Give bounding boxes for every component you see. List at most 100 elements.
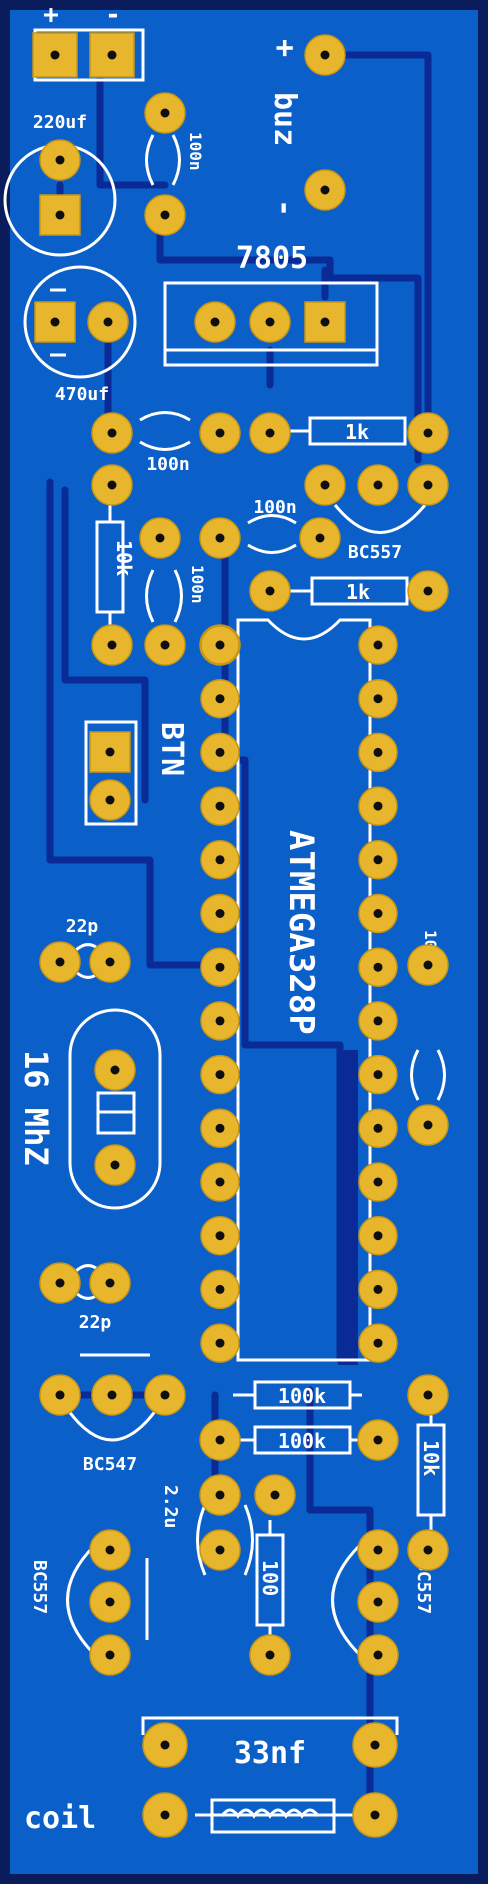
solder-pad bbox=[194, 301, 236, 343]
cap-220uf-label: 220uf bbox=[33, 112, 87, 133]
pad-drill-hole bbox=[320, 50, 330, 60]
pad-drill-hole bbox=[107, 428, 117, 438]
solder-pad bbox=[200, 732, 240, 773]
cap-100n-right-outline bbox=[410, 1049, 446, 1101]
solder-pad bbox=[357, 464, 399, 506]
power-minus-label: - bbox=[105, 0, 121, 30]
pad-drill-hole bbox=[105, 747, 115, 757]
transistor-bc557-top-outline bbox=[333, 504, 427, 534]
solder-pad bbox=[407, 412, 449, 454]
solder-pad bbox=[357, 1581, 399, 1623]
solder-pad bbox=[357, 1419, 399, 1461]
pad-drill-hole bbox=[155, 533, 165, 543]
solder-pad bbox=[94, 1049, 136, 1091]
pad-drill-hole bbox=[215, 962, 225, 972]
pad-drill-hole bbox=[315, 533, 325, 543]
solder-pad bbox=[352, 1792, 398, 1838]
pad-drill-hole bbox=[215, 1016, 225, 1026]
solder-pad bbox=[39, 1262, 81, 1304]
solder-pad bbox=[91, 624, 133, 666]
resistor-10k-b-label: 10k bbox=[419, 1440, 443, 1476]
pad-drill-hole bbox=[215, 747, 225, 757]
solder-pad bbox=[91, 1374, 133, 1416]
solder-pad bbox=[304, 34, 346, 76]
cap-2u2-label: 2.2u bbox=[160, 1485, 181, 1528]
solder-pad bbox=[89, 1581, 131, 1623]
transistor-bc557-right-outline bbox=[331, 1543, 362, 1657]
solder-pad bbox=[304, 301, 346, 343]
resistor-1k-b-label: 1k bbox=[346, 580, 370, 604]
pad-drill-hole bbox=[215, 1123, 225, 1133]
pad-drill-hole bbox=[215, 1177, 225, 1187]
solder-pad bbox=[254, 1474, 296, 1516]
solder-pad bbox=[144, 624, 186, 666]
solder-pad bbox=[32, 32, 78, 78]
solder-pad bbox=[94, 1144, 136, 1186]
solder-pad bbox=[199, 1474, 241, 1516]
pad-drill-hole bbox=[55, 1390, 65, 1400]
pad-drill-hole bbox=[215, 801, 225, 811]
solder-pad bbox=[358, 1054, 398, 1095]
pad-drill-hole bbox=[105, 957, 115, 967]
pad-drill-hole bbox=[160, 1390, 170, 1400]
pad-drill-hole bbox=[373, 1545, 383, 1555]
solder-pad bbox=[358, 947, 398, 987]
transistor-bc557-left-label: BC557 bbox=[29, 1560, 50, 1614]
crystal-label: 16 MhZ bbox=[17, 1050, 55, 1166]
pad-layer bbox=[32, 32, 449, 1838]
pad-drill-hole bbox=[370, 1810, 380, 1820]
solder-pad bbox=[407, 570, 449, 612]
pad-drill-hole bbox=[265, 428, 275, 438]
trace bbox=[156, 211, 422, 464]
pad-drill-hole bbox=[265, 317, 275, 327]
pad-drill-hole bbox=[105, 1597, 115, 1607]
solder-pad bbox=[199, 1529, 241, 1571]
pad-drill-hole bbox=[265, 1650, 275, 1660]
solder-pad bbox=[407, 944, 449, 986]
resistor-1k-a-label: 1k bbox=[345, 420, 369, 444]
solder-pad bbox=[91, 412, 133, 454]
solder-pad bbox=[89, 1529, 131, 1571]
solder-pad bbox=[200, 1323, 240, 1363]
pad-drill-hole bbox=[373, 1231, 383, 1241]
solder-pad bbox=[199, 1419, 241, 1461]
pad-drill-hole bbox=[373, 747, 383, 757]
pad-drill-hole bbox=[265, 586, 275, 596]
pad-drill-hole bbox=[160, 640, 170, 650]
coil-winding bbox=[220, 1808, 320, 1819]
regulator-label: 7805 bbox=[236, 241, 308, 276]
pad-drill-hole bbox=[423, 960, 433, 970]
cap-100n-row1-label: 100n bbox=[146, 454, 189, 475]
pad-drill-hole bbox=[107, 640, 117, 650]
cap-33nf-label: 33nf bbox=[234, 1736, 306, 1771]
pad-drill-hole bbox=[215, 533, 225, 543]
solder-pad bbox=[200, 1054, 240, 1095]
solder-pad bbox=[91, 464, 133, 506]
pad-drill-hole bbox=[215, 1490, 225, 1500]
transistor-bc557-left-outline bbox=[66, 1543, 97, 1657]
solder-pad bbox=[358, 1108, 398, 1149]
solder-pad bbox=[200, 947, 240, 987]
pad-drill-hole bbox=[50, 317, 60, 327]
transistor-bc557-right-label: BC557 bbox=[413, 1560, 434, 1614]
pad-drill-hole bbox=[55, 957, 65, 967]
pad-drill-hole bbox=[423, 428, 433, 438]
pad-drill-hole bbox=[373, 1016, 383, 1026]
pad-drill-hole bbox=[215, 1231, 225, 1241]
pad-drill-hole bbox=[210, 317, 220, 327]
pad-drill-hole bbox=[373, 962, 383, 972]
pad-drill-hole bbox=[215, 1338, 225, 1348]
pad-drill-hole bbox=[215, 640, 225, 650]
pad-drill-hole bbox=[373, 1123, 383, 1133]
pad-drill-hole bbox=[373, 1284, 383, 1294]
solder-pad bbox=[249, 301, 291, 343]
solder-pad bbox=[249, 412, 291, 454]
buzzer-minus-label: - bbox=[267, 199, 302, 217]
solder-pad bbox=[39, 139, 81, 181]
cap-100n-row2-outline bbox=[247, 514, 297, 554]
trace bbox=[321, 51, 432, 437]
trace bbox=[46, 478, 214, 969]
solder-pad bbox=[407, 1529, 449, 1571]
solder-pad bbox=[89, 779, 131, 821]
